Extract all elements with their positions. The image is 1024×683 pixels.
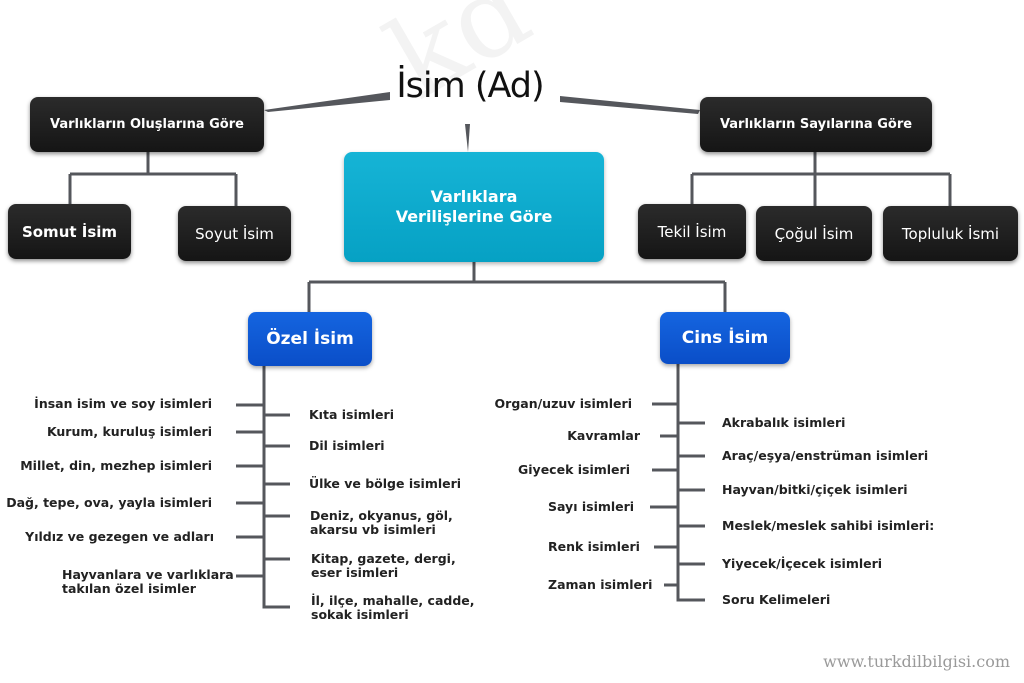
cins-left-item: Zaman isimleri (548, 577, 653, 592)
connector-title-right (560, 96, 700, 114)
connector-cins-right-ticks (678, 421, 705, 566)
node-tekil-isim: Tekil İsim (638, 204, 746, 259)
ozel-left-item: İnsan isim ve soy isimleri (34, 396, 212, 411)
connector-center-tree (307, 262, 727, 312)
cins-left-item: Giyecek isimleri (518, 462, 630, 477)
website-watermark: www.turkdilbilgisi.com (823, 652, 1010, 671)
ozel-left-item: Dağ, tepe, ova, yayla isimleri (6, 495, 212, 510)
node-ozel-isim-label: Özel İsim (266, 329, 354, 349)
cins-right-item: Hayvan/bitki/çiçek isimleri (722, 482, 908, 497)
node-cins-isim-label: Cins İsim (681, 328, 769, 348)
cins-right-item: Meslek/meslek sahibi isimleri: (722, 518, 935, 533)
node-ozel-isim: Özel İsim (248, 312, 372, 366)
node-center-header: Varlıklara Verilişlerine Göre (344, 152, 604, 262)
node-somut-isim-label: Somut İsim (21, 222, 118, 241)
node-center-header-line1: Varlıklara (430, 187, 518, 206)
connector-ozel-left-ticks (236, 403, 264, 578)
node-right-header: Varlıkların Sayılarına Göre (700, 97, 932, 152)
ozel-right-item: Kıta isimleri (309, 407, 394, 422)
cins-right-item: Araç/eşya/enstrüman isimleri (722, 448, 929, 463)
ozel-right-item: Kitap, gazete, dergi, eser isimleri (311, 551, 456, 580)
node-soyut-isim: Soyut İsim (178, 206, 291, 261)
connector-ozel-spine (262, 366, 290, 609)
node-center-header-line2: Verilişlerine Göre (395, 207, 553, 226)
connector-right-tree (690, 152, 952, 206)
ozel-right-item: Dil isimleri (309, 438, 385, 453)
ozel-left-item: Hayvanlara ve varlıklara takılan özel is… (62, 567, 234, 596)
node-left-header-label: Varlıkların Oluşlarına Göre (50, 117, 244, 132)
node-soyut-isim-label: Soyut İsim (195, 224, 274, 243)
connector-left-tree (68, 152, 238, 206)
connector-title-center (465, 124, 470, 152)
node-right-header-label: Varlıkların Sayılarına Göre (719, 117, 913, 132)
node-somut-isim: Somut İsim (8, 204, 131, 259)
connector-cins-spine (676, 364, 705, 602)
node-cogul-isim: Çoğul İsim (756, 206, 872, 261)
node-cogul-isim-label: Çoğul İsim (774, 224, 854, 243)
node-topluluk-ismi: Topluluk İsmi (883, 206, 1018, 261)
connector-cins-left-ticks (650, 402, 678, 587)
ozel-right-item: Ülke ve bölge isimleri (309, 476, 462, 491)
diagram-title: İsim (Ad) (396, 66, 544, 106)
cins-right-item: Soru Kelimeleri (722, 592, 831, 607)
cins-right-item: Yiyecek/İçecek isimleri (722, 556, 883, 571)
cins-left-item: Sayı isimleri (548, 499, 635, 514)
ozel-left-item: Kurum, kuruluş isimleri (46, 424, 212, 439)
cins-left-item: Renk isimleri (548, 539, 640, 554)
node-cins-isim: Cins İsim (660, 312, 790, 364)
node-left-header: Varlıkların Oluşlarına Göre (30, 97, 264, 152)
ozel-left-item: Yıldız ve gezegen ve adları (25, 529, 214, 544)
connector-title-left (264, 92, 390, 112)
ozel-right-item: Deniz, okyanus, göl, akarsu vb isimleri (310, 508, 453, 537)
cins-right-item: Akrabalık isimleri (722, 415, 846, 430)
ozel-left-item: Millet, din, mezhep isimleri (20, 458, 212, 473)
node-tekil-isim-label: Tekil İsim (657, 222, 727, 241)
cins-left-item: Organ/uzuv isimleri (494, 396, 632, 411)
cins-left-item: Kavramlar (567, 428, 640, 443)
ozel-right-item: İl, ilçe, mahalle, cadde, sokak isimleri (311, 593, 475, 622)
connector-ozel-right-ticks (264, 413, 290, 561)
node-topluluk-ismi-label: Topluluk İsmi (901, 224, 1000, 243)
